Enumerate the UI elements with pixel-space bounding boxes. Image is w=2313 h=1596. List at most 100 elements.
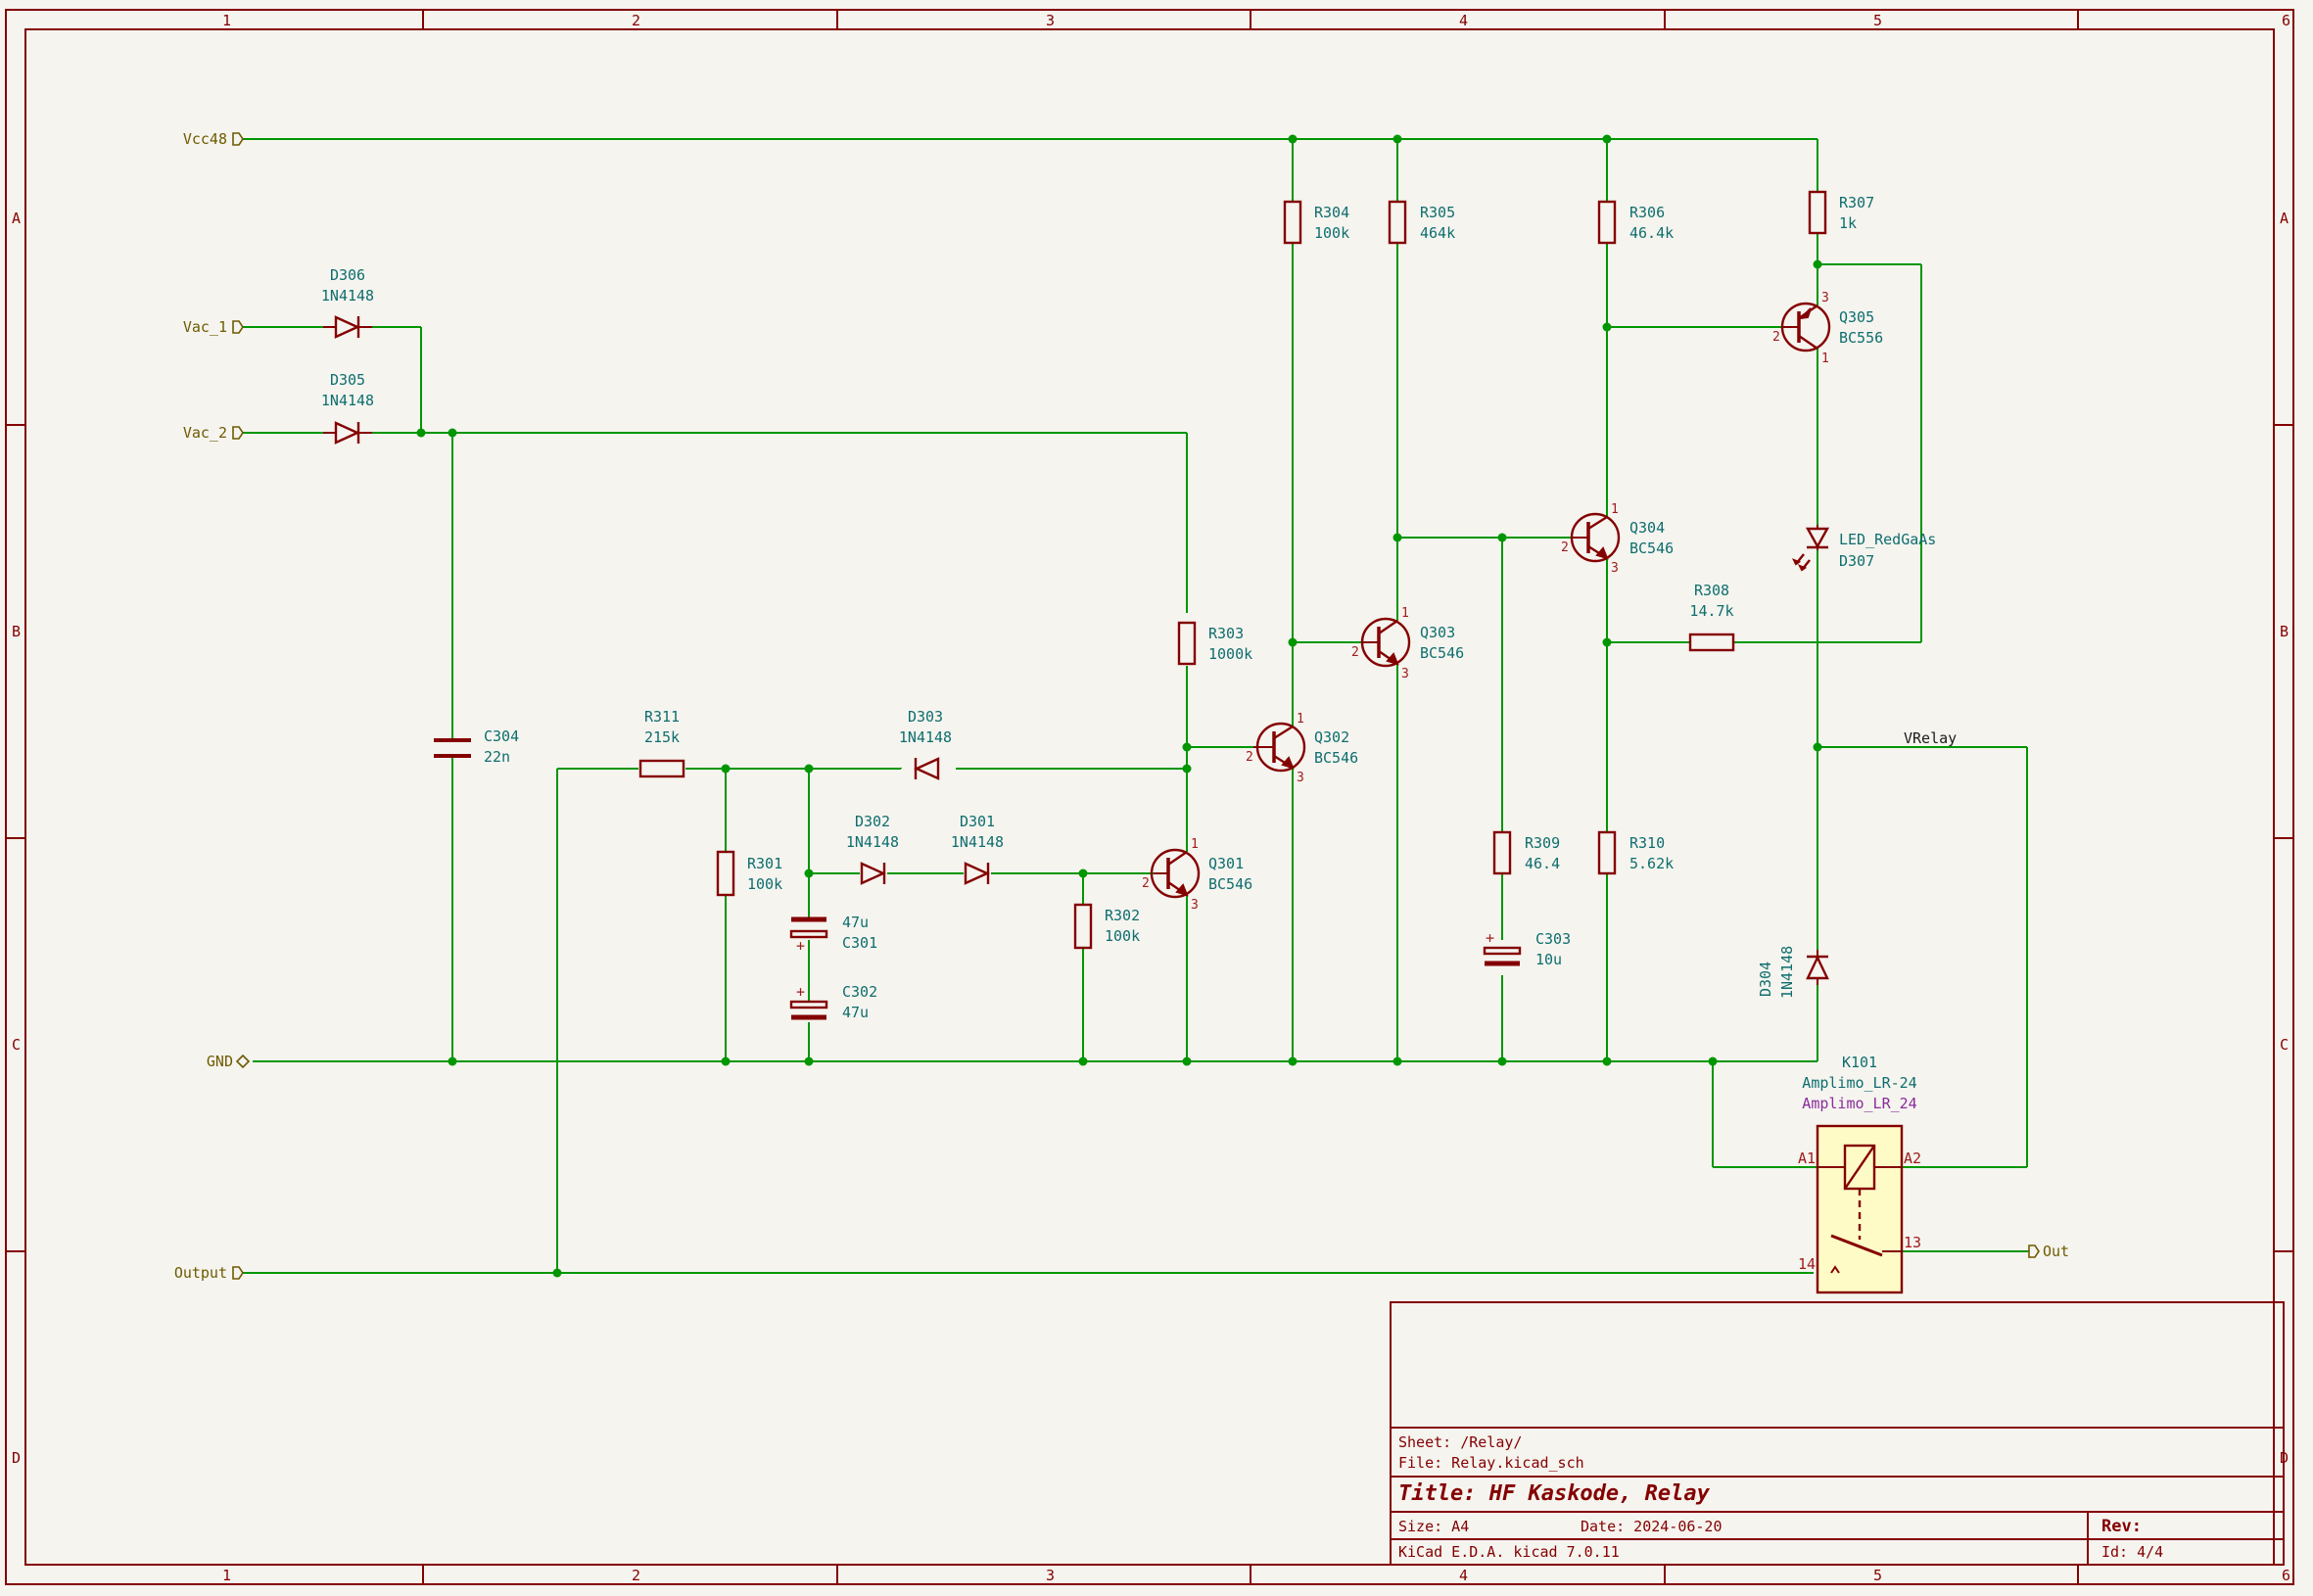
diode-d306[interactable]: D306 1N4148 <box>321 266 374 339</box>
tb-sheet: Sheet: /Relay/ <box>1398 1433 1522 1451</box>
resistor-r310[interactable]: R310 5.62k <box>1597 830 1674 875</box>
transistor-q303[interactable]: 2 1 3 Q303 BC546 <box>1351 606 1464 681</box>
r304-value: 100k <box>1314 224 1349 242</box>
svg-text:3: 3 <box>1821 291 1829 305</box>
row-a-left: A <box>12 210 21 227</box>
r303-value: 1000k <box>1208 645 1252 663</box>
resistor-r305[interactable]: R305 464k <box>1388 200 1455 245</box>
c301-ref: C301 <box>842 934 877 952</box>
relay-k101[interactable]: A1 A2 13 14 K101 Amplimo_LR-24 Amplimo_L… <box>1798 1054 1921 1294</box>
r304-ref: R304 <box>1314 204 1349 221</box>
capacitor-c302[interactable]: + C302 47u <box>789 983 877 1021</box>
r302-value: 100k <box>1105 927 1140 945</box>
resistor-r308[interactable]: R308 14.7k <box>1688 582 1735 652</box>
col-4-top: 4 <box>1459 12 1468 29</box>
svg-text:1: 1 <box>1191 837 1199 852</box>
resistor-r311[interactable]: R311 215k <box>638 708 685 778</box>
tb-size: Size: A4 <box>1398 1518 1469 1535</box>
col-2-bottom: 2 <box>632 1567 640 1584</box>
sheet-border: 1 2 3 4 5 6 1 2 3 4 5 6 A B C D A B C D <box>5 9 2294 1585</box>
led-d307[interactable]: LED_RedGaAs D307 <box>1791 525 1936 572</box>
d302-ref: D302 <box>855 813 890 830</box>
r302-ref: R302 <box>1105 907 1140 924</box>
q303-value: BC546 <box>1420 644 1464 662</box>
c303-value: 10u <box>1535 951 1562 968</box>
capacitor-c304[interactable]: C304 22n <box>434 728 519 766</box>
pin-14: 14 <box>1798 1255 1816 1273</box>
q305-value: BC556 <box>1839 329 1883 347</box>
row-c-left: C <box>12 1036 21 1054</box>
c304-ref: C304 <box>484 728 519 745</box>
r306-value: 46.4k <box>1629 224 1674 242</box>
port-vcc48: Vcc48 <box>183 130 227 148</box>
diode-d301[interactable]: D301 1N4148 <box>951 813 1004 885</box>
tb-id: Id: 4/4 <box>2101 1543 2163 1561</box>
q305-ref: Q305 <box>1839 308 1874 326</box>
transistor-q304[interactable]: 2 1 3 Q304 BC546 <box>1561 502 1674 576</box>
r303-ref: R303 <box>1208 625 1244 642</box>
d306-value: 1N4148 <box>321 287 374 305</box>
row-b-right: B <box>2280 623 2289 640</box>
svg-text:2: 2 <box>1351 645 1359 660</box>
resistor-r309[interactable]: R309 46.4 <box>1492 830 1560 875</box>
resistor-r301[interactable]: R301 100k <box>716 850 782 897</box>
r301-value: 100k <box>747 875 782 893</box>
tb-file: File: Relay.kicad_sch <box>1398 1454 1584 1472</box>
transistor-q305[interactable]: 2 3 1 Q305 BC556 <box>1772 291 1883 366</box>
svg-text:1: 1 <box>1297 712 1304 727</box>
svg-text:2: 2 <box>1142 876 1150 891</box>
pin-a2: A2 <box>1904 1150 1921 1167</box>
svg-text:2: 2 <box>1246 750 1253 765</box>
diode-d303[interactable]: D303 1N4148 <box>899 708 952 780</box>
r309-value: 46.4 <box>1525 855 1560 872</box>
r310-value: 5.62k <box>1629 855 1674 872</box>
col-6-bottom: 6 <box>2282 1567 2290 1584</box>
title-block: Sheet: /Relay/ File: Relay.kicad_sch Tit… <box>1390 1301 2285 1566</box>
svg-text:2: 2 <box>1772 330 1780 345</box>
port-gnd: GND <box>207 1053 233 1070</box>
resistor-r307[interactable]: R307 1k <box>1808 190 1874 235</box>
resistor-r302[interactable]: R302 100k <box>1073 903 1140 950</box>
svg-text:1: 1 <box>1821 352 1829 366</box>
r311-value: 215k <box>644 728 680 746</box>
c301-value: 47u <box>842 914 869 931</box>
junctions <box>416 134 1822 1278</box>
q302-ref: Q302 <box>1314 728 1349 746</box>
ports: Vcc48 Vac_1 Vac_2 GND Output Out VRelay <box>174 130 2069 1282</box>
capacitor-c303[interactable]: + C303 10u <box>1483 929 1571 968</box>
c302-value: 47u <box>842 1004 869 1021</box>
resistor-r306[interactable]: R306 46.4k <box>1597 200 1674 245</box>
d302-value: 1N4148 <box>846 833 899 851</box>
r307-ref: R307 <box>1839 194 1874 211</box>
tb-title: Title: HF Kaskode, Relay <box>1398 1481 1711 1506</box>
d306-ref: D306 <box>330 266 365 284</box>
capacitor-c301[interactable]: + 47u C301 <box>789 914 877 955</box>
svg-text:3: 3 <box>1191 898 1199 913</box>
d304-value: 1N4148 <box>1778 946 1796 999</box>
pin-13: 13 <box>1904 1234 1921 1251</box>
port-out: Out <box>2043 1243 2069 1260</box>
svg-text:1: 1 <box>1401 606 1409 621</box>
transistor-q302[interactable]: 2 1 3 Q302 BC546 <box>1246 712 1358 785</box>
resistor-r303[interactable]: R303 1000k <box>1177 621 1252 666</box>
transistor-q301[interactable]: 2 1 3 Q301 BC546 <box>1142 837 1252 913</box>
svg-text:2: 2 <box>1561 540 1569 555</box>
k101-ref: K101 <box>1842 1054 1877 1071</box>
row-d-left: D <box>12 1449 21 1467</box>
r308-value: 14.7k <box>1689 602 1733 620</box>
d304-ref: D304 <box>1757 962 1774 997</box>
diode-d304[interactable]: D304 1N4148 <box>1757 946 1829 999</box>
r305-value: 464k <box>1420 224 1455 242</box>
col-4-bottom: 4 <box>1459 1567 1468 1584</box>
q302-value: BC546 <box>1314 749 1358 767</box>
col-2-top: 2 <box>632 12 640 29</box>
diode-d305[interactable]: D305 1N4148 <box>321 371 374 445</box>
d305-value: 1N4148 <box>321 392 374 409</box>
diode-d302[interactable]: D302 1N4148 <box>846 813 899 885</box>
r301-ref: R301 <box>747 855 782 872</box>
svg-text:3: 3 <box>1401 667 1409 681</box>
resistor-r304[interactable]: R304 100k <box>1283 200 1349 245</box>
d307-value: LED_RedGaAs <box>1839 531 1936 548</box>
svg-text:3: 3 <box>1297 771 1304 785</box>
